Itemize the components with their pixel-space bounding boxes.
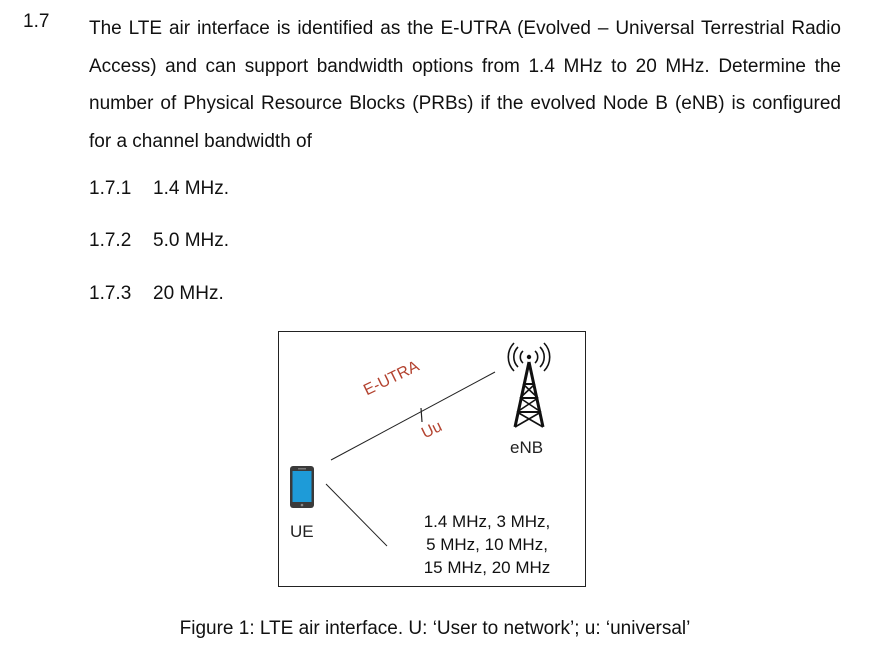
subquestion-number: 1.7.1	[89, 178, 132, 199]
subquestion-item: 1.7.2 5.0 MHz.	[89, 229, 229, 253]
bandwidth-line: 1.4 MHz, 3 MHz,	[423, 512, 551, 531]
uu-reference-tick	[420, 407, 423, 423]
smartphone-icon	[290, 466, 314, 508]
figure-caption: Figure 1: LTE air interface. U: ‘User to…	[179, 618, 691, 639]
bandwidth-options: 1.4 MHz, 3 MHz, 5 MHz, 10 MHz, 15 MHz, 2…	[397, 510, 577, 579]
bandwidth-pointer-line	[325, 483, 388, 547]
figure-drawing	[290, 342, 551, 547]
subquestion-number: 1.7.2	[89, 230, 132, 251]
enb-label: eNB	[510, 438, 544, 457]
subquestion-text: 20 MHz.	[153, 283, 224, 304]
subquestion-text: 1.4 MHz.	[153, 178, 230, 199]
ue-label: UE	[290, 522, 314, 541]
subquestion-item: 1.7.1 1.4 MHz.	[89, 177, 229, 201]
question-text: The LTE air interface is identified as t…	[89, 18, 841, 152]
bandwidth-line: 15 MHz, 20 MHz	[423, 558, 551, 577]
lte-air-interface-figure: E-UTRA Uu eNB UE 1.4 MHz, 3 MHz, 5 MHz, …	[278, 331, 586, 587]
bandwidth-line: 5 MHz, 10 MHz,	[426, 535, 548, 554]
air-interface-line	[330, 371, 496, 461]
subquestion-number: 1.7.3	[89, 283, 132, 304]
subquestion-text: 5.0 MHz.	[153, 230, 230, 251]
subquestion-item: 1.7.3 20 MHz.	[89, 282, 224, 306]
question-number: 1.7	[23, 11, 50, 32]
cell-tower-icon	[507, 342, 551, 428]
